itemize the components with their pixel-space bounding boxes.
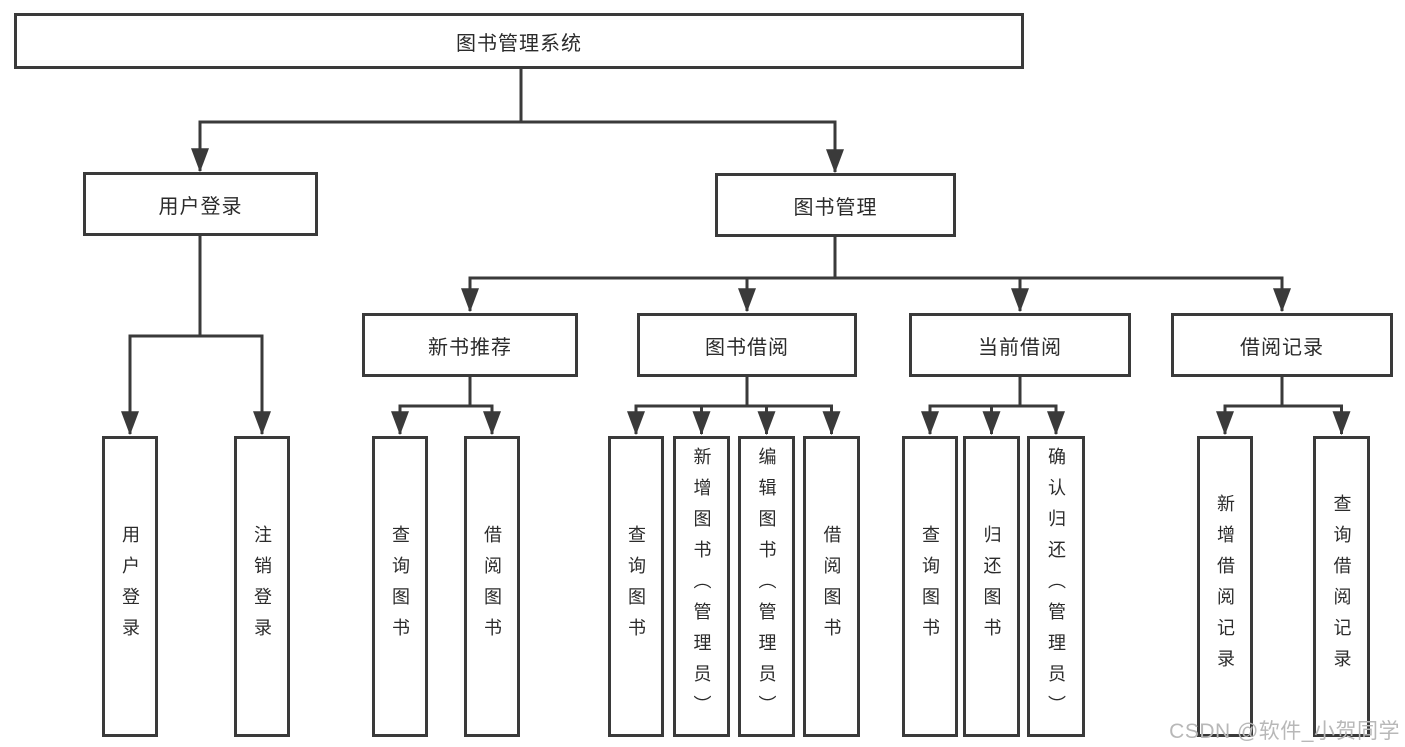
leaf-query-books-borrowing: 查询图书 (608, 436, 664, 737)
leaf-confirm-return-admin: 确认归还（管理员） (1027, 436, 1085, 737)
leaf-add-book-admin: 新增图书（管理员） (673, 436, 730, 737)
leaf-user-login: 用户登录 (102, 436, 158, 737)
leaf-return-book-label: 归还图书 (981, 524, 1002, 649)
node-current-borrowing: 当前借阅 (909, 313, 1131, 377)
node-book-borrowing-label: 图书借阅 (705, 336, 789, 359)
leaf-query-borrow-record-label: 查询借阅记录 (1331, 493, 1352, 680)
leaf-logout: 注销登录 (234, 436, 290, 737)
leaf-confirm-return-admin-label: 确认归还（管理员） (1046, 447, 1066, 726)
node-user-login-label: 用户登录 (158, 195, 243, 218)
node-new-book-recommend-label: 新书推荐 (428, 336, 512, 359)
leaf-edit-book-admin-label: 编辑图书（管理员） (756, 447, 777, 726)
node-current-borrowing-label: 当前借阅 (978, 336, 1062, 359)
leaf-borrow-books-borrowing: 借阅图书 (803, 436, 860, 737)
leaf-user-login-label: 用户登录 (120, 524, 140, 649)
node-book-management: 图书管理 (715, 173, 956, 237)
leaf-query-books-recommend-label: 查询图书 (390, 524, 410, 649)
leaf-query-books-current-label: 查询图书 (920, 524, 940, 649)
node-book-management-label: 图书管理 (793, 196, 878, 219)
leaf-add-borrow-record: 新增借阅记录 (1197, 436, 1253, 737)
csdn-watermark: CSDN @软件_小贺同学 (1169, 720, 1400, 743)
leaf-add-book-admin-label: 新增图书（管理员） (691, 447, 712, 726)
leaf-borrow-books-borrowing-label: 借阅图书 (821, 524, 842, 649)
node-user-login: 用户登录 (83, 172, 318, 236)
leaf-edit-book-admin: 编辑图书（管理员） (738, 436, 795, 737)
node-borrowing-records: 借阅记录 (1171, 313, 1393, 377)
leaf-query-borrow-record: 查询借阅记录 (1313, 436, 1370, 737)
node-library-system-label: 图书管理系统 (456, 32, 582, 55)
node-borrowing-records-label: 借阅记录 (1240, 336, 1324, 359)
leaf-query-books-recommend: 查询图书 (372, 436, 428, 737)
leaf-query-books-current: 查询图书 (902, 436, 958, 737)
leaf-borrow-books-recommend-label: 借阅图书 (482, 524, 502, 649)
leaf-return-book: 归还图书 (963, 436, 1020, 737)
node-library-system: 图书管理系统 (14, 13, 1024, 69)
leaf-add-borrow-record-label: 新增借阅记录 (1215, 493, 1235, 680)
leaf-borrow-books-recommend: 借阅图书 (464, 436, 520, 737)
node-new-book-recommend: 新书推荐 (362, 313, 578, 377)
node-book-borrowing: 图书借阅 (637, 313, 857, 377)
leaf-query-books-borrowing-label: 查询图书 (626, 524, 646, 649)
leaf-logout-label: 注销登录 (252, 524, 272, 649)
